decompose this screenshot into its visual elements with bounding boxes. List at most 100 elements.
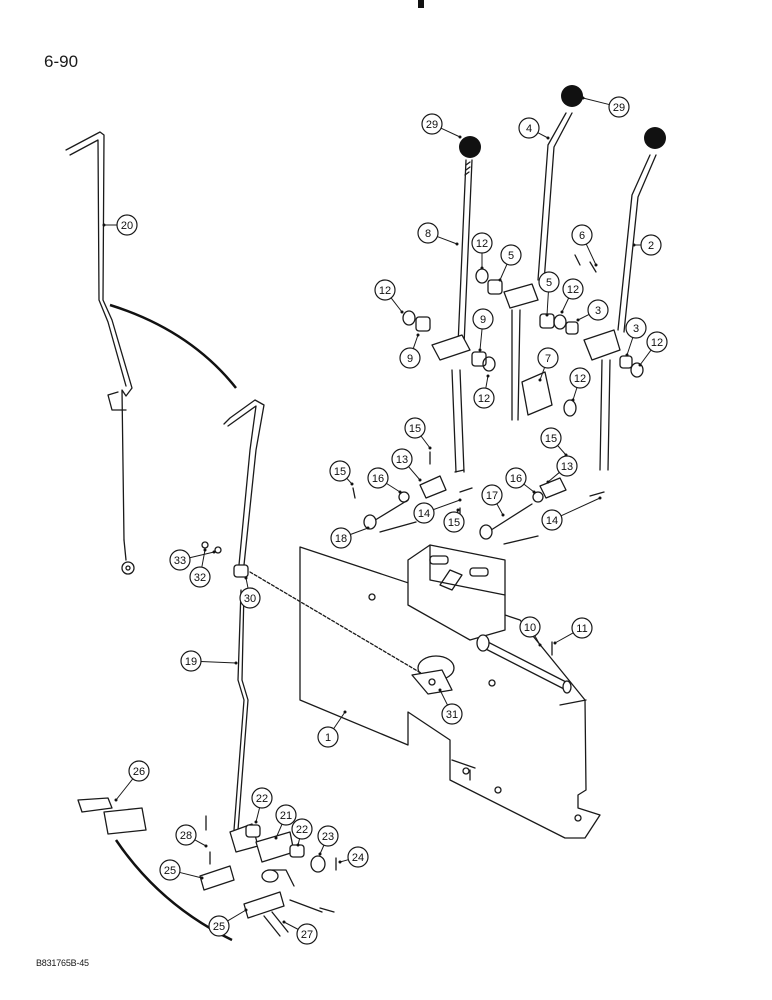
callout-number: 12 (478, 393, 490, 405)
callout-leader (390, 297, 403, 313)
callout-leader (227, 909, 247, 922)
callout-number: 19 (185, 656, 197, 668)
callout-number: 20 (121, 220, 133, 232)
callout-24: 24 (338, 846, 369, 868)
callout-number: 33 (174, 555, 186, 567)
callout-number: 10 (524, 622, 536, 634)
callout-leader-tip (501, 513, 505, 517)
callout-number: 12 (379, 285, 391, 297)
callout-12: 12 (638, 331, 668, 367)
callout-leader (572, 387, 578, 401)
misc-hardware (201, 541, 453, 695)
callout-bubble (541, 509, 563, 531)
callout-number: 30 (244, 593, 256, 605)
knob-29-right (644, 127, 666, 149)
callout-number: 15 (448, 517, 460, 529)
callout-number: 9 (407, 353, 413, 365)
callout-number: 16 (372, 473, 384, 485)
callout-bubble (180, 650, 202, 672)
callout-number: 27 (301, 929, 313, 941)
callout-number: 14 (546, 515, 558, 527)
callout-leader (319, 844, 325, 855)
callout-bubble (505, 467, 527, 489)
lever-4 (503, 85, 583, 421)
callout-number: 5 (508, 250, 514, 262)
callout-leader (537, 132, 549, 139)
callout-bubble (571, 617, 593, 639)
callout-bubble (540, 427, 562, 449)
callout-bubble (128, 760, 150, 782)
callout-leader (534, 635, 541, 646)
callout-bubble (347, 846, 369, 868)
callout-bubble (571, 224, 593, 246)
lever-bracket-box (407, 544, 506, 641)
callout-leader (561, 297, 570, 313)
callout-leader-tip (274, 836, 278, 840)
callout-bubble (481, 484, 503, 506)
callout-number: 23 (322, 831, 334, 843)
callout-bubble (275, 804, 297, 826)
callout-leader-tip (418, 478, 422, 482)
callout-1: 1 (317, 710, 347, 748)
callout-leader (201, 549, 206, 568)
callout-22: 22 (291, 818, 313, 847)
callout-leader (189, 551, 215, 559)
callout-leader (439, 689, 448, 706)
callout-number: 17 (486, 490, 498, 502)
callout-number: 12 (476, 238, 488, 250)
callout-number: 25 (164, 865, 176, 877)
callout-bubble (519, 616, 541, 638)
callout-leader-tip (318, 852, 322, 856)
callout-leader (245, 577, 249, 589)
linkage-clevises (352, 451, 605, 545)
callout-leader-tip (203, 548, 207, 552)
rod-10 (476, 634, 572, 694)
callout-number: 7 (545, 353, 551, 365)
callout-bubble (367, 467, 389, 489)
callout-leader-tip (538, 378, 542, 382)
callout-leader-tip (212, 550, 216, 554)
callout-leader-tip (458, 135, 462, 139)
callout-leader-tip (455, 242, 459, 246)
callout-leader (179, 871, 203, 879)
callout-number: 9 (480, 314, 486, 326)
callout-leader (433, 499, 461, 511)
callout-17: 17 (481, 484, 505, 517)
callout-leader-tip (581, 96, 585, 100)
callout-leader (546, 291, 549, 316)
callout-number: 22 (256, 793, 268, 805)
callout-number: 5 (546, 277, 552, 289)
callout-leader (200, 660, 237, 664)
callout-29: 29 (581, 96, 630, 118)
callout-30: 30 (239, 576, 261, 609)
callout-bubble (404, 417, 426, 439)
callout-leader (557, 445, 567, 456)
callout-leader (479, 328, 483, 351)
callout-26: 26 (114, 760, 150, 802)
callout-leader-tip (458, 498, 462, 502)
callout-number: 1 (325, 732, 331, 744)
callout-leader-tip (532, 490, 536, 494)
callout-leader-tip (350, 482, 354, 486)
callout-leader-tip (638, 363, 642, 367)
callout-25: 25 (159, 859, 204, 881)
callout-bubble (472, 308, 494, 330)
lever-8 (431, 136, 481, 473)
callout-number: 15 (545, 433, 557, 445)
callout-leader (499, 263, 508, 281)
callout-number: 12 (574, 373, 586, 385)
callout-29: 29 (421, 113, 462, 139)
rod-20 (65, 131, 135, 575)
callout-31: 31 (438, 688, 463, 725)
callout-leader-tip (486, 374, 490, 378)
callout-13: 13 (546, 455, 578, 484)
callout-number: 24 (352, 852, 364, 864)
callout-leader (333, 711, 346, 730)
callout-leader (585, 243, 597, 266)
callout-number: 25 (213, 921, 225, 933)
callout-bubble (569, 367, 591, 389)
callout-leader (440, 127, 461, 138)
callout-leader-tip (625, 353, 629, 357)
callout-bubble (296, 923, 318, 945)
